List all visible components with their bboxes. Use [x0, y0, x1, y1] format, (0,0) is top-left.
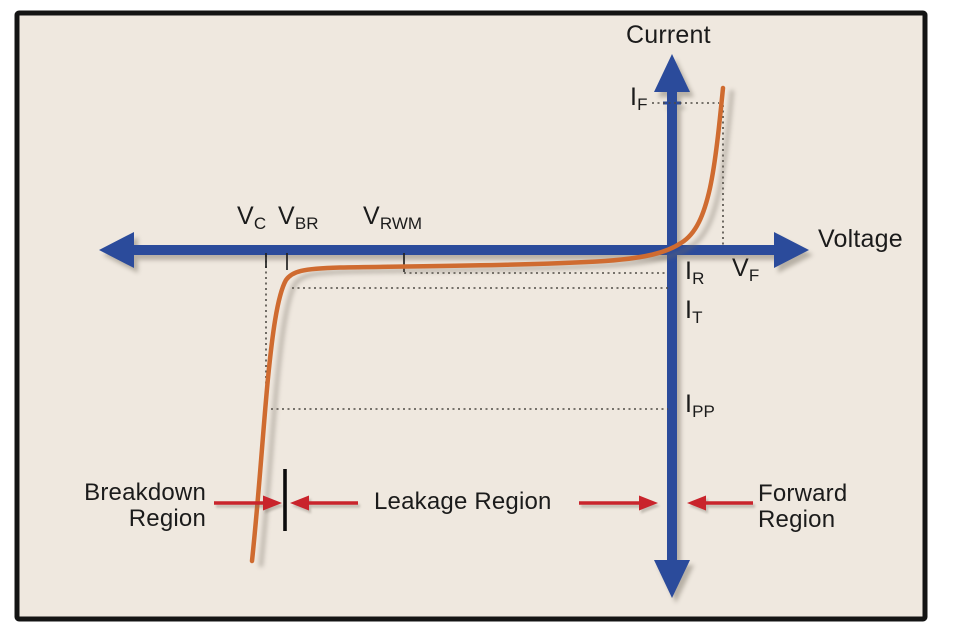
if-label-main: I [630, 83, 638, 111]
leakage-region-text: Leakage Region [374, 488, 552, 515]
vf-label: VF [732, 254, 760, 285]
vrwm-label-sub: RWM [379, 214, 423, 233]
voltage-ticks [265, 253, 405, 272]
if-label: IF [630, 83, 648, 114]
region-arrows [214, 495, 753, 511]
y-axis-bottom-arrowhead [654, 560, 690, 598]
iv-curve [249, 85, 726, 564]
x-axis-title-text: Voltage [818, 225, 903, 253]
breakdown-arrowhead [263, 495, 282, 511]
breakdown-region-line2: Region [128, 504, 206, 532]
forward-region-line2: Region [758, 505, 836, 533]
x-axis-title: Voltage [818, 226, 903, 253]
vc-label-main: V [237, 202, 254, 230]
dotted-guides [265, 102, 724, 410]
if-label-sub: F [637, 95, 648, 114]
breakdown-region-label: Breakdown Region [56, 480, 206, 532]
ir-label-main: I [685, 257, 693, 285]
y-axis-title-text: Current [626, 21, 711, 49]
forward-arrowhead [687, 495, 706, 511]
vc-label-sub: C [253, 214, 267, 233]
vbr-label-main: V [278, 202, 295, 230]
it-label-main: I [685, 296, 693, 324]
x-axis-right-arrowhead [774, 232, 809, 268]
x-axis-left-arrowhead [99, 232, 134, 268]
vc-label: VC [237, 202, 267, 233]
it-label: IT [685, 296, 703, 327]
vbr-label: VBR [278, 202, 319, 233]
leakage-region-label: Leakage Region [374, 489, 552, 515]
diagram-frame [14, 10, 928, 622]
leakage-left-arrowhead [290, 495, 309, 511]
breakdown-region-line1: Breakdown [84, 479, 206, 506]
leakage-right-arrowhead [639, 495, 658, 511]
ipp-label: IPP [685, 390, 715, 421]
vf-label-main: V [732, 254, 749, 282]
y-axis-title: Current [626, 22, 711, 49]
vrwm-label: VRWM [363, 202, 423, 233]
ir-label: IR [685, 257, 705, 288]
vrwm-label-main: V [363, 202, 380, 230]
forward-region-label: Forward Region [758, 481, 878, 533]
vbr-label-sub: BR [294, 214, 319, 233]
it-label-sub: T [692, 308, 703, 327]
ipp-label-sub: PP [692, 402, 715, 421]
vf-label-sub: F [748, 266, 760, 285]
ir-label-sub: R [692, 269, 705, 288]
ipp-label-main: I [685, 390, 693, 418]
forward-region-line1: Forward [758, 480, 848, 507]
y-axis-top-arrowhead [654, 54, 690, 92]
